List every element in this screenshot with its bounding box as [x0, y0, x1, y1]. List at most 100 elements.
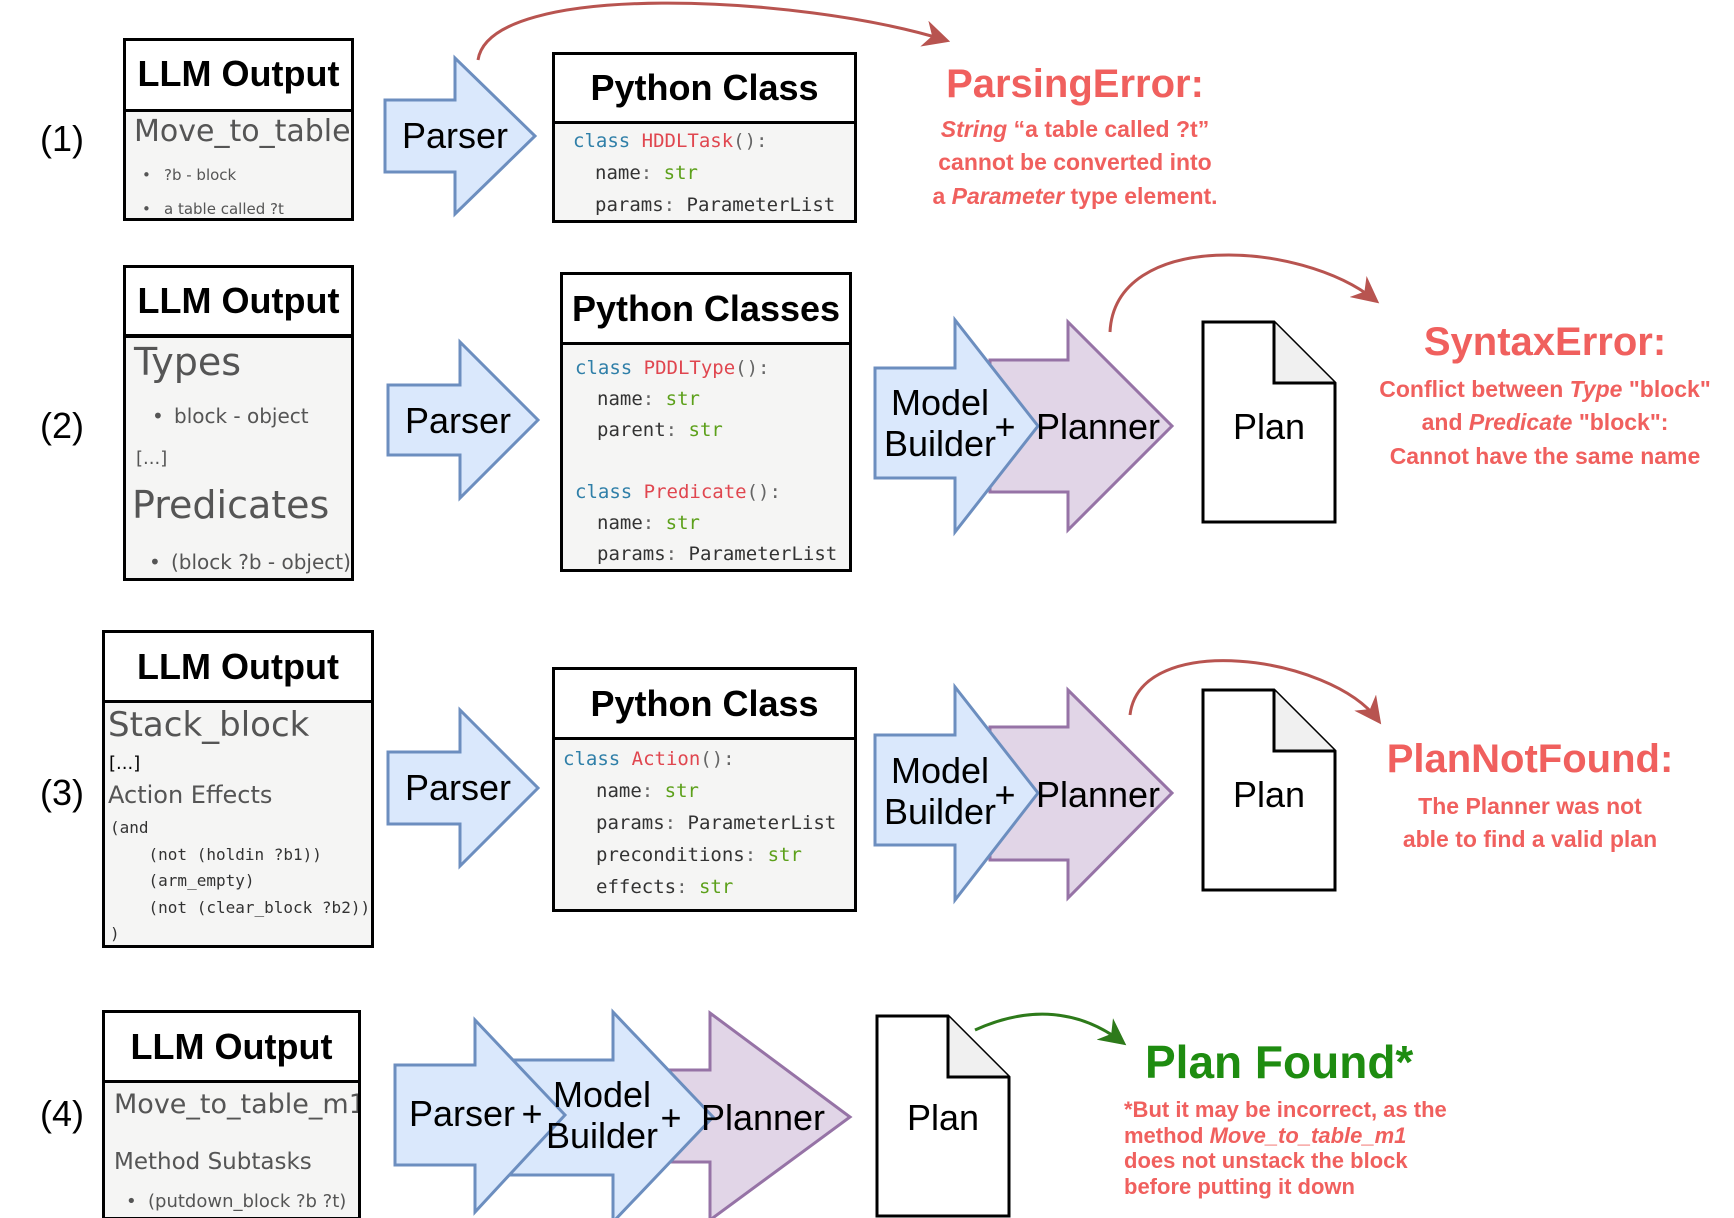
method-name: Move_to_table_m1 — [114, 1089, 361, 1120]
code-type: str — [665, 512, 700, 534]
code-field: name — [595, 162, 641, 184]
code-line: effects: str — [596, 876, 734, 898]
plus-sign: + — [994, 774, 1016, 815]
llm-output-title-1: LLM Output — [137, 53, 340, 94]
parser-arrow-2 — [386, 338, 541, 502]
model-builder-label-4: Model Builder — [542, 1074, 662, 1157]
code-type: ParameterList — [687, 812, 837, 834]
parser-arrow-1 — [383, 54, 538, 218]
note-text: does not unstack the block — [1124, 1148, 1408, 1174]
error-curve-3 — [1128, 659, 1382, 725]
plan-label-3: Plan — [1232, 774, 1306, 815]
bullet-item: (putdown_block ?b ?t) — [126, 1191, 346, 1212]
error-text: The Planner was not — [1418, 793, 1642, 819]
error-text: Conflict between — [1379, 376, 1570, 402]
code-line: parent: str — [597, 419, 723, 441]
parser-arrow-3 — [386, 706, 541, 870]
error-desc: Conflict between Type "block" and Predic… — [1360, 373, 1730, 473]
model-text: Model — [890, 382, 990, 423]
code-line: name: str — [595, 162, 698, 184]
code-class-name: Predicate — [643, 481, 747, 503]
action-name: Stack_block — [108, 705, 310, 745]
code-class-name: HDDLTask — [641, 130, 734, 152]
bullet-item: (block ?b - object) — [149, 550, 351, 574]
model-text: Model — [552, 1074, 652, 1115]
plan-found-title: Plan Found* — [1145, 1036, 1414, 1088]
llm-output-title-4: LLM Output — [130, 1026, 333, 1067]
code-line: class HDDLTask(): — [573, 130, 768, 152]
code-line: (not (clear_block ?b2)) — [110, 897, 371, 917]
python-class-header-1: Python Class — [552, 52, 857, 124]
code-type: str — [688, 419, 723, 441]
code-line: class PDDLType(): — [575, 357, 770, 379]
code-class-name: PDDLType — [643, 357, 736, 379]
note-emphasis: Move_to_table_m1 — [1209, 1122, 1407, 1148]
code-field: params — [595, 194, 664, 216]
llm-output-header-4: LLM Output — [102, 1010, 361, 1084]
error-plan-not-found: PlanNotFound: The Planner was not able t… — [1370, 737, 1690, 857]
planner-label-4: Planner — [700, 1097, 826, 1138]
code-line: params: ParameterList — [595, 194, 836, 216]
parser-label-3: Parser — [404, 767, 512, 808]
error-text: "block" — [1622, 376, 1711, 402]
error-curve-2 — [1108, 253, 1380, 333]
effects-code: (and (not (holdin ?b1)) (arm_empty) (not… — [110, 815, 371, 945]
code-line: name: str — [597, 512, 700, 534]
python-code-1: class HDDLTask(): name: str params: Para… — [552, 121, 857, 223]
llm-output-body-3: Stack_block [...] Action Effects (and (n… — [102, 700, 374, 948]
model-builder-label-3: Model Builder — [880, 750, 1000, 833]
plan-found-note: *But it may be incorrect, as the method … — [1124, 1097, 1544, 1200]
planner-arrow-2 — [988, 318, 1175, 534]
planner-label-3: Planner — [1035, 774, 1161, 815]
code-type: str — [664, 780, 699, 802]
row-label-1: (1) — [40, 118, 84, 159]
code-type: str — [767, 844, 802, 866]
row-label-4: (4) — [40, 1093, 84, 1134]
llm-output-header-1: LLM Output — [123, 38, 354, 112]
section-heading: Method Subtasks — [114, 1149, 312, 1175]
code-type: str — [665, 388, 700, 410]
parser-label-2: Parser — [404, 400, 512, 441]
code-line: (not (holdin ?b1)) — [110, 844, 322, 864]
error-desc: The Planner was not able to find a valid… — [1370, 790, 1690, 857]
error-text: able to find a valid plan — [1402, 826, 1658, 853]
error-title: PlanNotFound: — [1386, 737, 1674, 781]
model-builder-arrow-4 — [503, 1008, 716, 1218]
code-class-name: Action — [631, 748, 701, 770]
note-text: before putting it down — [1124, 1174, 1355, 1200]
bullet-item: a table called ?t — [142, 200, 284, 218]
error-emphasis: Type — [1569, 376, 1623, 402]
code-line: (arm_empty) — [110, 871, 255, 890]
code-type: str — [663, 162, 698, 184]
code-keyword: class — [575, 481, 633, 503]
parser-arrow-4 — [393, 1016, 568, 1216]
row-label-2: (2) — [40, 405, 84, 446]
ellipsis: [...] — [136, 448, 168, 469]
model-builder-label-2: Model Builder — [880, 382, 1000, 465]
error-title: SyntaxError: — [1423, 320, 1667, 364]
code-line: class Predicate(): — [575, 481, 781, 503]
python-code-2: class PDDLType(): name: str parent: str … — [560, 342, 852, 572]
note-text: method — [1124, 1122, 1210, 1148]
error-text: "block": — [1572, 409, 1669, 436]
plus-sign: + — [994, 406, 1016, 447]
code-field: name — [596, 780, 642, 802]
code-field: preconditions — [596, 844, 745, 866]
code-punct: (): — [746, 481, 781, 503]
section-heading: Types — [134, 340, 242, 384]
python-class-header-3: Python Class — [552, 667, 857, 741]
code-line: name: str — [596, 780, 699, 802]
code-field: name — [597, 388, 643, 410]
task-name: Move_to_table — [134, 114, 351, 149]
code-line: (and — [110, 818, 149, 837]
code-punct: (): — [733, 130, 768, 152]
llm-output-title-3: LLM Output — [137, 646, 339, 687]
code-field: name — [597, 512, 643, 534]
error-text: type element. — [1064, 182, 1218, 209]
model-text: Model — [890, 750, 990, 791]
llm-output-header-2: LLM Output — [123, 265, 354, 337]
code-punct: (): — [735, 357, 770, 379]
plan-label-4: Plan — [906, 1097, 980, 1138]
